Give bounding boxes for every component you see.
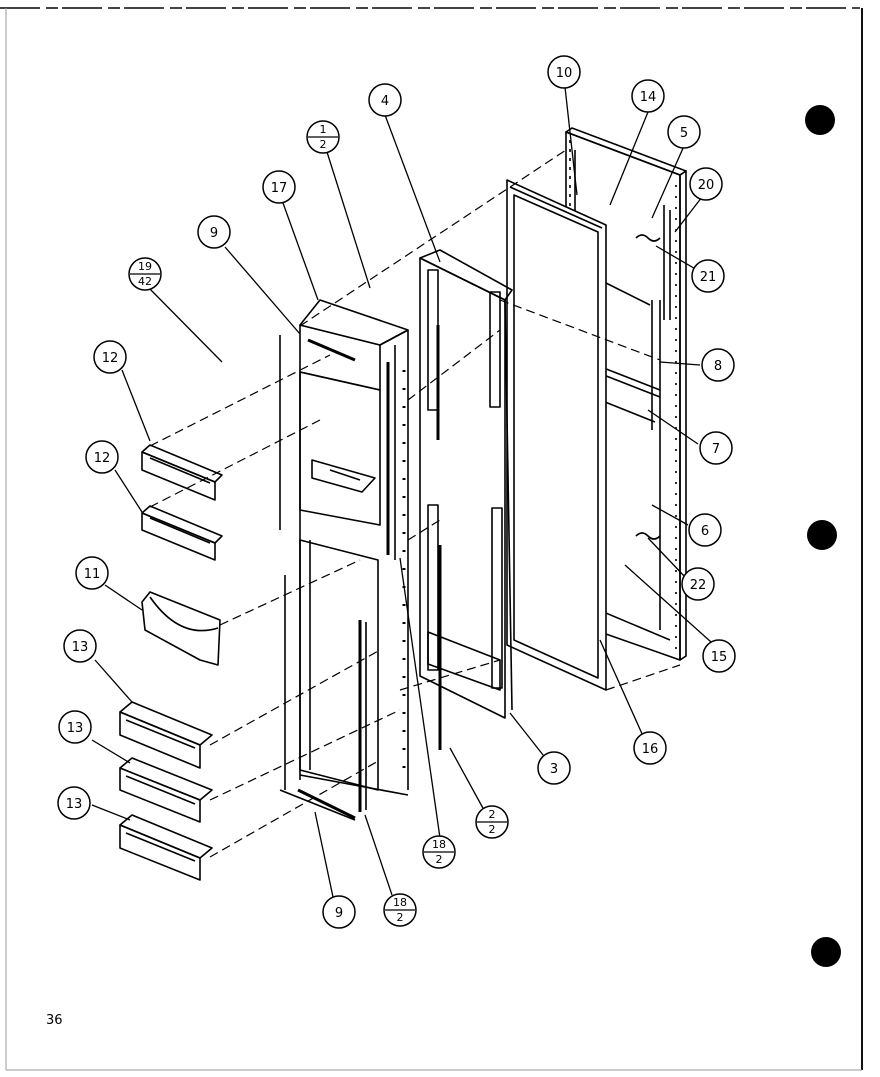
binder-hole-bottom xyxy=(811,937,841,967)
callout-4: 4 xyxy=(368,83,402,117)
callout-21: 21 xyxy=(691,259,725,293)
callout-7: 7 xyxy=(699,431,733,465)
callout-1-2: 1 2 xyxy=(306,120,340,154)
callout-13-a-label: 13 xyxy=(72,640,89,655)
callout-13-c: 13 xyxy=(57,786,91,820)
callout-12-lower-label: 12 xyxy=(94,451,111,466)
callout-21-label: 21 xyxy=(700,270,717,285)
callout-9-top-label: 9 xyxy=(210,226,218,241)
callout-1-2-bottom: 2 xyxy=(320,138,327,151)
callout-4-label: 4 xyxy=(381,94,389,109)
callout-2-2-bottom: 2 xyxy=(489,823,496,836)
binder-hole-top xyxy=(805,105,835,135)
callout-8: 8 xyxy=(701,348,735,382)
callout-11-label: 11 xyxy=(84,567,101,582)
callout-18-2-b-bottom: 2 xyxy=(397,911,404,924)
callout-19-42-top: 19 xyxy=(138,260,152,273)
callout-10-label: 10 xyxy=(556,66,573,81)
callout-16: 16 xyxy=(633,731,667,765)
callout-9-bottom: 9 xyxy=(322,895,356,929)
shelf-11 xyxy=(141,591,221,666)
callout-13-b-label: 13 xyxy=(67,721,84,736)
callout-9-bottom-label: 9 xyxy=(335,906,343,921)
callout-12-upper: 12 xyxy=(93,340,127,374)
callout-13-a: 13 xyxy=(63,629,97,663)
callout-19-42-bottom: 42 xyxy=(138,275,152,288)
callout-18-2-b-top: 18 xyxy=(393,896,407,909)
callout-8-label: 8 xyxy=(714,359,722,374)
door-liner xyxy=(419,249,513,750)
callout-12-lower: 12 xyxy=(85,440,119,474)
callout-13-b: 13 xyxy=(58,710,92,744)
callout-5-label: 5 xyxy=(680,126,688,141)
callout-1-2-top: 1 xyxy=(320,123,327,136)
door-gasket xyxy=(506,179,607,691)
callout-13-c-label: 13 xyxy=(66,797,83,812)
callout-18-2-b: 18 2 xyxy=(383,893,417,927)
callout-3: 3 xyxy=(537,751,571,785)
callout-14-label: 14 xyxy=(640,90,657,105)
callout-12-upper-label: 12 xyxy=(102,351,119,366)
callout-18-2-a: 18 2 xyxy=(422,835,456,869)
bin-13-c xyxy=(119,814,213,881)
callout-18-2-a-top: 18 xyxy=(432,838,446,851)
callout-7-label: 7 xyxy=(712,442,720,457)
callout-2-2: 2 2 xyxy=(475,805,509,839)
callout-20: 20 xyxy=(689,167,723,201)
bin-13-a xyxy=(119,701,213,769)
callout-17-label: 17 xyxy=(271,181,288,196)
callout-20-label: 20 xyxy=(698,178,715,193)
callout-15: 15 xyxy=(702,639,736,673)
callout-22: 22 xyxy=(681,567,715,601)
assembly-lines xyxy=(149,149,681,858)
dispenser-cabinet xyxy=(279,299,409,821)
callout-5: 5 xyxy=(667,115,701,149)
callout-14: 14 xyxy=(631,79,665,113)
callout-10: 10 xyxy=(547,55,581,89)
shelf-12-lower xyxy=(141,505,223,561)
callout-16-label: 16 xyxy=(642,742,659,757)
callout-18-2-a-bottom: 2 xyxy=(436,853,443,866)
callout-6-label: 6 xyxy=(701,524,709,539)
callout-9-top: 9 xyxy=(197,215,231,249)
callout-15-label: 15 xyxy=(711,650,728,665)
callout-22-label: 22 xyxy=(690,578,707,593)
callout-3-label: 3 xyxy=(550,762,558,777)
callout-19-42: 19 42 xyxy=(128,257,162,291)
callout-2-2-top: 2 xyxy=(489,808,496,821)
binder-holes xyxy=(805,105,841,967)
leader-lines xyxy=(91,86,721,898)
callout-17: 17 xyxy=(262,170,296,204)
page-number: 36 xyxy=(46,1013,63,1028)
binder-hole-middle xyxy=(807,520,837,550)
shelf-12-upper xyxy=(141,444,223,501)
callout-11: 11 xyxy=(75,556,109,590)
callout-6: 6 xyxy=(688,513,722,547)
